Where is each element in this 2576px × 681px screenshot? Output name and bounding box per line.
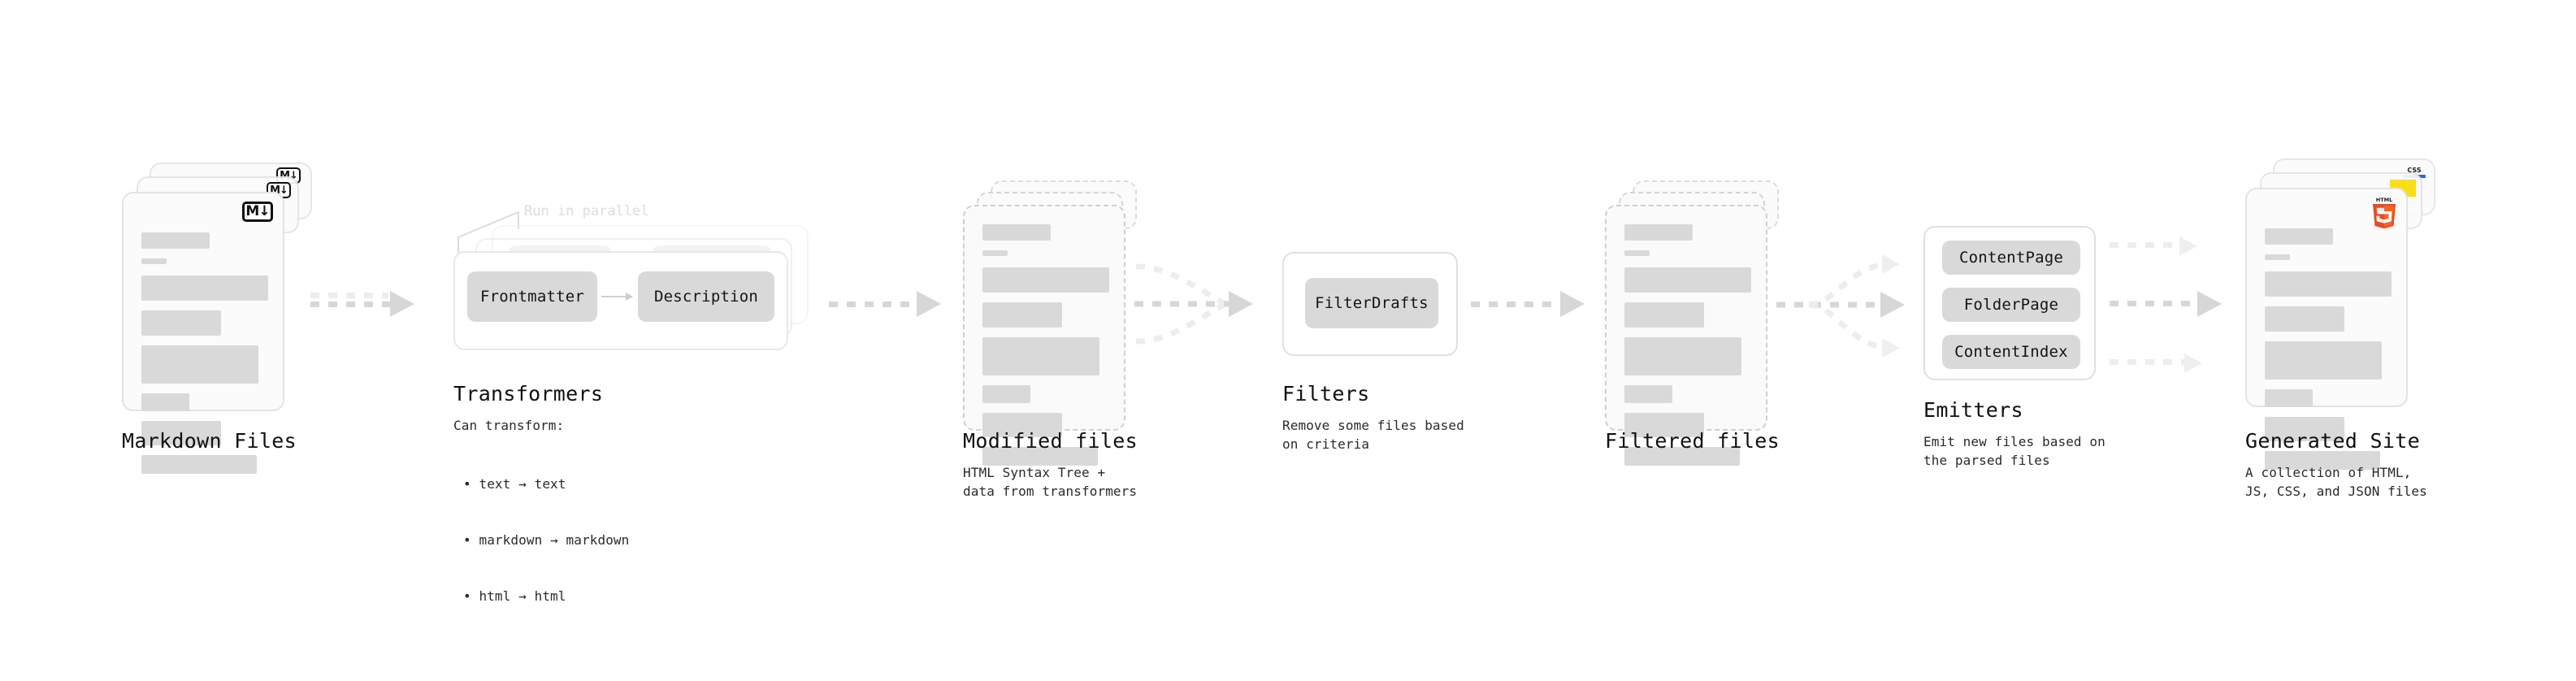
modified-card-content (982, 224, 1109, 475)
emitters-box: ContentPage FolderPage ContentIndex (1923, 226, 2096, 380)
filter-pill-filterdrafts[interactable]: FilterDrafts (1305, 278, 1438, 328)
transformer-pill-frontmatter[interactable]: Frontmatter (467, 271, 597, 322)
emitter-pill-contentindex[interactable]: ContentIndex (1942, 335, 2080, 369)
fanout-arrow-paths (1776, 261, 1884, 351)
transformer-pill-description[interactable]: Description (638, 271, 774, 322)
connector-modified-to-filters (1134, 252, 1281, 358)
modified-card-front (963, 205, 1125, 466)
connector-emitters-to-site (2110, 229, 2256, 375)
emitter-pill-contentpage[interactable]: ContentPage (1942, 241, 2080, 275)
html5-icon: HTML (2370, 196, 2398, 229)
transformers-title: Transformers (453, 382, 604, 406)
modified-files-subtitle: HTML Syntax Tree + data from transformer… (963, 465, 1138, 499)
run-in-parallel-label: Run in parallel (524, 203, 649, 219)
filters-box: FilterDrafts (1282, 252, 1458, 356)
transformer-inner-arrow (601, 293, 633, 301)
connector-filtered-to-emitters (1776, 244, 1919, 366)
transformers-bullet-1: • markdown → markdown (463, 532, 630, 548)
generated-site-subtitle: A collection of HTML, JS, CSS, and JSON … (2245, 465, 2427, 499)
site-card-front: HTML (2245, 188, 2408, 470)
merge-arrow-paths (1134, 263, 1230, 345)
transformers-bullet-list: • text → text • markdown → markdown • ht… (463, 437, 629, 643)
transformers-subtitle-lead: Can transform: (453, 418, 565, 433)
generated-site-title: Generated Site (2245, 429, 2420, 453)
emitter-pill-folderpage[interactable]: FolderPage (1942, 288, 2080, 322)
filters-subtitle: Remove some files based on criteria (1282, 418, 1464, 452)
emitters-subtitle: Emit new files based on the parsed files (1923, 434, 2105, 468)
markdown-icon: M↓ (242, 202, 273, 222)
transformers-group: Run in parallel Frontmatter Description (447, 187, 821, 350)
markdown-card-content (141, 232, 268, 484)
css3-icon-label: CSS (2407, 167, 2422, 174)
filtered-files-title: Filtered files (1605, 429, 1780, 453)
site-card-content (2265, 228, 2392, 479)
transformers-bullet-0: • text → text (463, 476, 566, 492)
emitters-title: Emitters (1923, 398, 2023, 422)
filters-title: Filters (1282, 382, 1370, 406)
filtered-card-content (1624, 224, 1751, 475)
markdown-card-front: M↓ (122, 192, 284, 474)
run-in-parallel-bracket (458, 210, 519, 254)
modified-files-title: Modified files (963, 429, 1138, 453)
transformers-bullet-2: • html → html (463, 588, 566, 604)
markdown-files-title: Markdown Files (122, 429, 297, 453)
svg-text:HTML: HTML (2376, 197, 2392, 203)
filtered-card-front (1605, 205, 1767, 466)
